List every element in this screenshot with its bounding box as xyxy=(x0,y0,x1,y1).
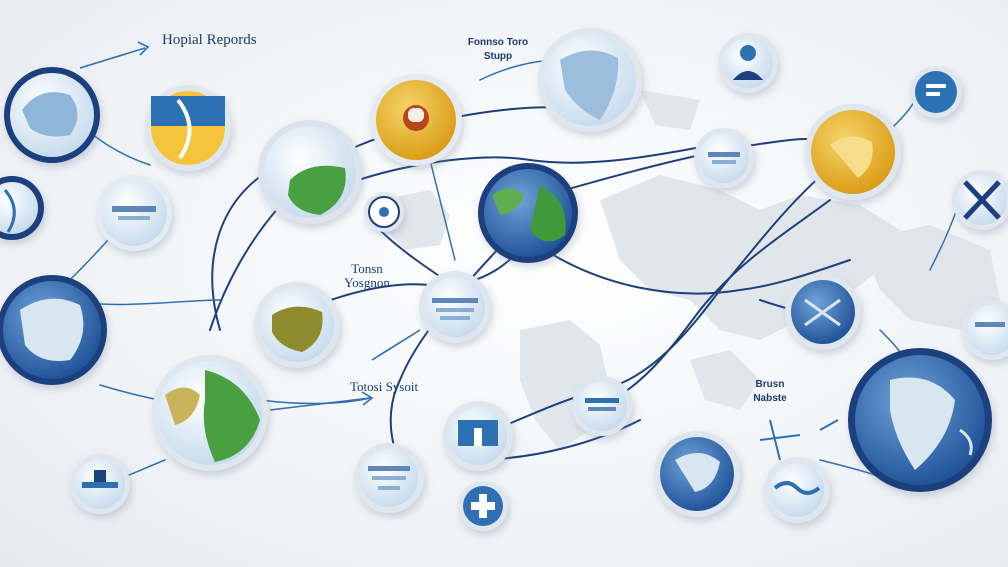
mic-node-yellow xyxy=(370,74,462,166)
green-blue-globe-center xyxy=(478,163,578,263)
hospital-node xyxy=(458,481,508,531)
label-mid-left-sub: Yosgnon xyxy=(344,275,390,290)
label-lower-right-sub: Nabste xyxy=(753,393,787,404)
globe-node-mid-left xyxy=(0,275,107,385)
map-node-pale-left xyxy=(96,175,172,251)
label-lower-left: Totosi Sysoit xyxy=(350,379,419,394)
label-mid-left: Tonsn xyxy=(351,261,383,276)
olive-map-node xyxy=(254,282,340,368)
label-lower-right: Brusn xyxy=(755,379,785,390)
chart-node-top-right xyxy=(910,66,962,118)
document-node-center-right xyxy=(572,376,632,436)
wave-node-bottom-right xyxy=(764,457,830,523)
globe-node-edge-right xyxy=(962,300,1008,360)
person-node-top xyxy=(718,33,778,93)
label-top-center-sub: Stupp xyxy=(483,51,513,62)
yellow-globe-node-right xyxy=(805,104,901,200)
page-title: Hopial Repords xyxy=(162,32,257,48)
decorative-marks xyxy=(759,419,839,461)
large-blue-globe-right xyxy=(848,348,992,492)
small-node-center-top xyxy=(364,192,404,232)
info-node-center xyxy=(419,271,491,343)
small-document-node xyxy=(694,128,754,188)
cross-node-right-edge xyxy=(952,170,1008,230)
half-circle-node-left xyxy=(0,176,44,240)
document-node-bottom-center xyxy=(354,443,424,513)
globe-node-right-middle xyxy=(785,274,861,350)
blue-globe-node-bottom xyxy=(654,431,740,517)
label-top-center: Fonnso Toro xyxy=(467,37,529,48)
africa-map-node-top xyxy=(538,28,642,132)
arrow-decorations xyxy=(79,41,421,411)
green-globe-node xyxy=(258,120,362,224)
building-node xyxy=(443,401,513,471)
ship-node-bottom-left xyxy=(70,454,130,514)
globe-node-top-left xyxy=(4,67,100,163)
flag-node-blue-yellow xyxy=(145,85,231,171)
large-green-globe-bottom-left xyxy=(152,355,268,471)
